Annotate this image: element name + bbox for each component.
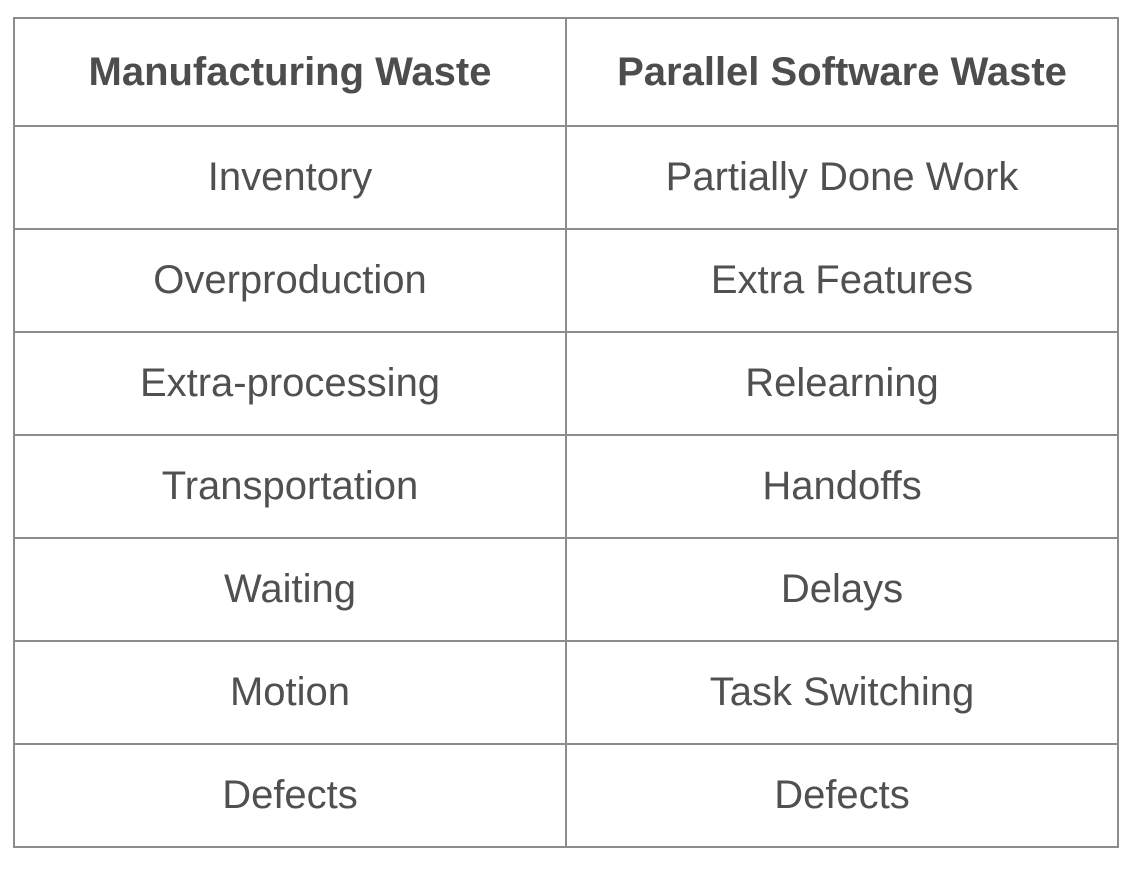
table-row: Defects Defects [13, 743, 1119, 848]
header-parallel-software-waste: Parallel Software Waste [565, 17, 1119, 127]
table-row: Overproduction Extra Features [13, 228, 1119, 333]
manufacturing-cell: Motion [13, 640, 567, 745]
software-cell: Handoffs [565, 434, 1119, 539]
manufacturing-cell: Transportation [13, 434, 567, 539]
manufacturing-cell: Overproduction [13, 228, 567, 333]
table-row: Motion Task Switching [13, 640, 1119, 745]
table-row: Inventory Partially Done Work [13, 125, 1119, 230]
software-cell: Defects [565, 743, 1119, 848]
software-cell: Task Switching [565, 640, 1119, 745]
software-cell: Partially Done Work [565, 125, 1119, 230]
table-row: Transportation Handoffs [13, 434, 1119, 539]
software-cell: Relearning [565, 331, 1119, 436]
waste-comparison-table: Manufacturing Waste Parallel Software Wa… [13, 17, 1119, 848]
software-cell: Delays [565, 537, 1119, 642]
software-cell: Extra Features [565, 228, 1119, 333]
manufacturing-cell: Waiting [13, 537, 567, 642]
manufacturing-cell: Defects [13, 743, 567, 848]
manufacturing-cell: Inventory [13, 125, 567, 230]
header-manufacturing-waste: Manufacturing Waste [13, 17, 567, 127]
table-row: Waiting Delays [13, 537, 1119, 642]
manufacturing-cell: Extra-processing [13, 331, 567, 436]
header-row: Manufacturing Waste Parallel Software Wa… [13, 17, 1119, 127]
table-row: Extra-processing Relearning [13, 331, 1119, 436]
